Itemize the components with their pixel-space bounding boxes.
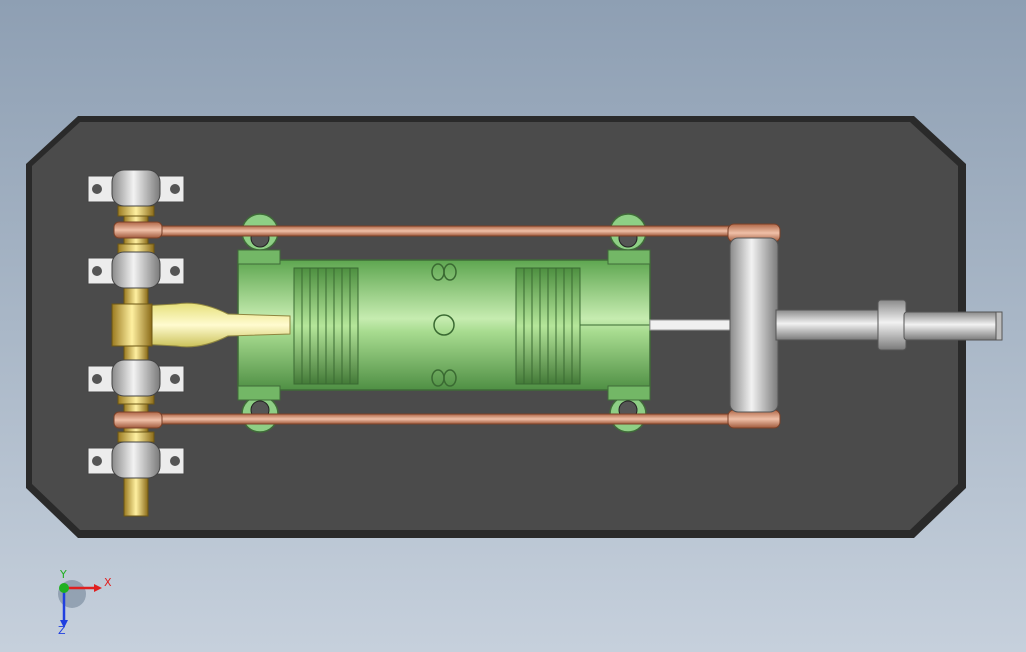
piston-rod[interactable] [649,319,731,331]
cooling-fins-left [293,267,359,385]
crosshead[interactable] [727,223,1003,429]
bearing-block-1[interactable] [87,169,185,207]
tie-rod-top[interactable] [149,225,731,237]
cooling-fins-right [515,267,581,385]
z-axis-label: Z [58,624,66,637]
cylinder-ports [431,263,457,387]
bearing-block-4[interactable] [87,441,185,479]
bearing-block-2[interactable] [87,251,185,289]
x-axis-label: X [104,576,112,589]
tie-rod-bottom[interactable] [149,413,731,425]
cylinder-body[interactable] [237,249,651,401]
triad-graphic [58,580,102,628]
bearing-block-3[interactable] [87,359,185,397]
connecting-rod[interactable] [139,302,291,348]
y-axis-dot [59,583,69,593]
y-axis-label: Y [60,568,67,581]
axis-triad[interactable]: X Y Z [44,568,124,640]
